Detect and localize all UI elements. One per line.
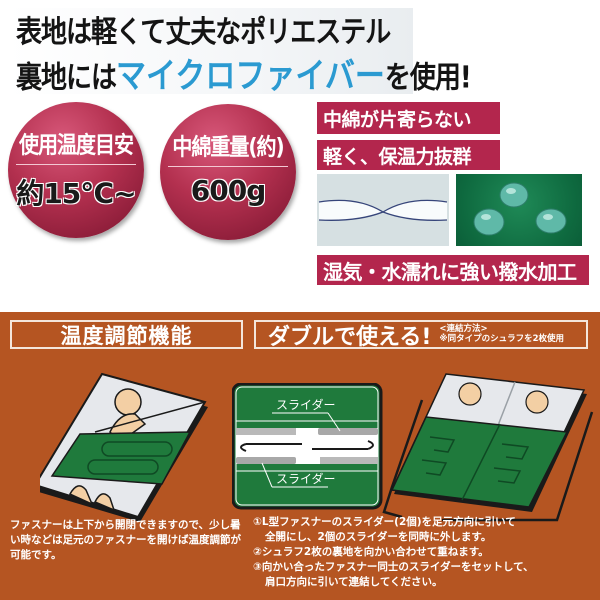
headline-line-1: 表地は軽くて丈夫なポリエステル bbox=[16, 15, 391, 51]
zipper-slider-detail: スライダー スライダー bbox=[231, 382, 388, 511]
step-text-continued: 全開にし、2個のスライダーを同時に外します。 bbox=[265, 531, 492, 543]
spec-badge-temperature: 使用温度目安 約15℃~ bbox=[8, 102, 144, 238]
headline-banner: 表地は軽くて丈夫なポリエステル 裏地にはマイクロファイバーを使用! bbox=[8, 8, 472, 94]
step-3: ③向かい合ったファスナー同士のスライダーをセットして、 肩口方向に引いて連結して… bbox=[253, 560, 598, 590]
double-use-header: ダブルで使える! <連結方法> ※同タイプのシュラフを2枚使用 bbox=[254, 320, 588, 350]
double-use-title: ダブルで使える! bbox=[268, 324, 432, 350]
double-sleeping-bag-illustration bbox=[382, 372, 597, 522]
step-text: 向かい合ったファスナー同士のスライダーをセットして、 bbox=[261, 561, 534, 573]
feature-label-water-repellent: 湿気・水濡れに強い撥水加工 bbox=[317, 255, 589, 285]
spec-badge-fill-weight: 中綿重量(約) 600g bbox=[160, 104, 296, 240]
spec-label: 中綿重量(約) bbox=[172, 132, 284, 161]
headline-prefix: 裏地には bbox=[16, 61, 117, 96]
step-text-continued: 肩口方向に引いて連結してください。 bbox=[265, 576, 443, 588]
headline-line-2: 裏地にはマイクロファイバーを使用! bbox=[16, 56, 472, 97]
slider-label-top: スライダー bbox=[276, 397, 336, 412]
step-text: L型ファスナーのスライダー(2個)を足元方向に引いて bbox=[261, 516, 516, 528]
single-sleeping-bag-illustration bbox=[32, 372, 220, 522]
step-number: ① bbox=[253, 516, 262, 528]
spec-value: 600g bbox=[190, 174, 267, 207]
spec-value: 約15℃~ bbox=[16, 177, 136, 210]
divider bbox=[16, 164, 136, 165]
step-text: シュラフ2枚の裏地を向かい合わせて重ねます。 bbox=[261, 546, 489, 558]
same-type-note: ※同タイプのシュラフを2枚使用 bbox=[439, 333, 565, 344]
spec-label: 使用温度目安 bbox=[19, 130, 134, 159]
headline-accent-microfiber: マイクロファイバー bbox=[116, 56, 385, 97]
feature-label-lightweight: 軽く、保温力抜群 bbox=[317, 140, 500, 170]
connection-steps: ①L型ファスナーのスライダー(2個)を足元方向に引いて 全開にし、2個のスライダ… bbox=[253, 515, 598, 590]
step-1: ①L型ファスナーのスライダー(2個)を足元方向に引いて 全開にし、2個のスライダ… bbox=[253, 515, 598, 545]
step-number: ③ bbox=[253, 561, 262, 573]
slider-label-bottom: スライダー bbox=[276, 471, 336, 486]
temperature-control-header: 温度調節機能 bbox=[10, 320, 243, 349]
connection-method-label: <連結方法> bbox=[439, 323, 488, 334]
step-number: ② bbox=[253, 546, 262, 558]
usage-section: 温度調節機能 ダブルで使える! <連結方法> ※同タイプのシュラフを2枚使用 bbox=[0, 312, 600, 600]
connection-notes: <連結方法> ※同タイプのシュラフを2枚使用 bbox=[439, 323, 565, 345]
feature-label-no-shifting: 中綿が片寄らない bbox=[317, 102, 500, 134]
batting-cross-section-image bbox=[317, 174, 449, 246]
temperature-control-description: ファスナーは上下から開閉できますので、少し暑い時などは足元のファスナーを開けば温… bbox=[10, 519, 241, 561]
divider bbox=[168, 166, 288, 167]
water-droplets-image bbox=[456, 174, 582, 246]
headline-suffix: を使用! bbox=[384, 61, 472, 96]
step-2: ②シュラフ2枚の裏地を向かい合わせて重ねます。 bbox=[253, 545, 598, 560]
